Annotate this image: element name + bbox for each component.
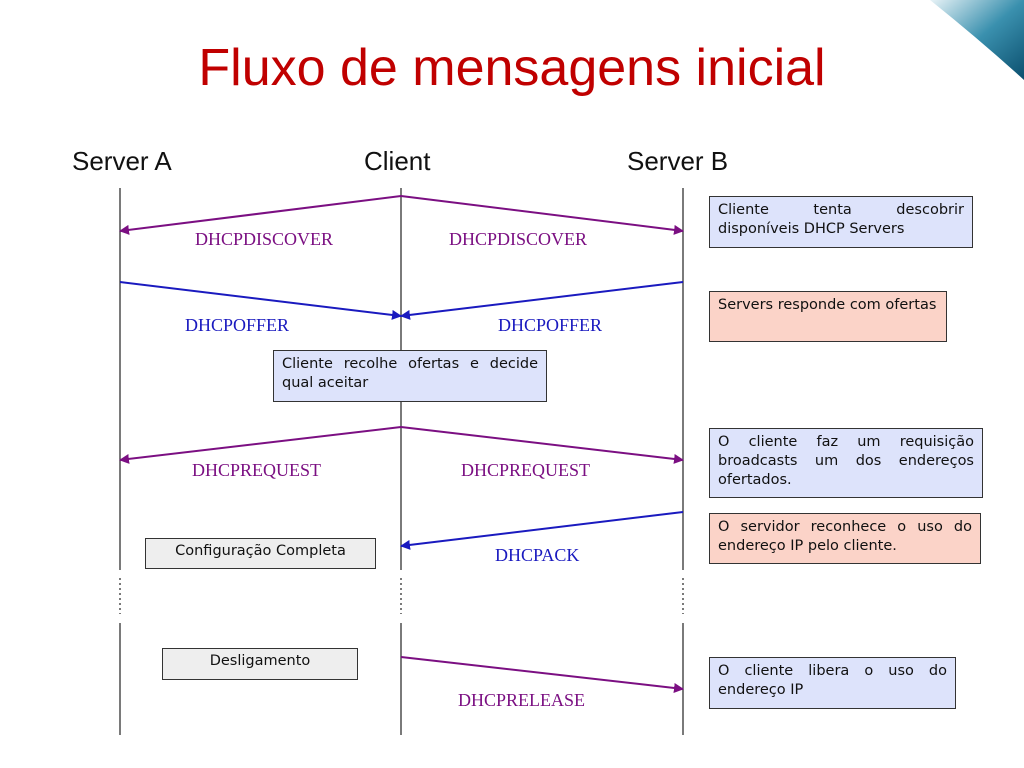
note-config-complete: Configuração Completa [145,538,376,569]
note-offer: Servers responde com ofertas [709,291,947,342]
arrow-offer-from-server-b [400,281,684,320]
label-discover-right: DHCPDISCOVER [449,229,588,249]
label-offer-left: DHCPOFFER [185,315,290,335]
note-release: O cliente libera o uso do endereço IP [709,657,956,709]
actor-server-b: Server B [627,146,729,176]
arrow-request-to-server-a [119,426,402,464]
label-request-left: DHCPREQUEST [192,460,322,480]
arrow-request-to-server-b [400,426,684,464]
actor-server-a: Server A [72,146,172,176]
note-discover: Cliente tenta descobrir disponíveis DHCP… [709,196,973,248]
note-shutdown: Desligamento [162,648,358,680]
label-release: DHCPRELEASE [458,690,586,710]
arrow-offer-from-server-a [119,281,402,320]
note-collect: Cliente recolhe ofertas e decide qual ac… [273,350,547,402]
label-request-right: DHCPREQUEST [461,460,591,480]
label-offer-right: DHCPOFFER [498,315,603,335]
corner-decoration [930,0,1024,80]
label-ack: DHCPACK [495,545,580,565]
arrow-discover-to-server-b [400,195,684,235]
slide-title: Fluxo de mensagens inicial [198,39,826,97]
label-discover-left: DHCPDISCOVER [195,229,334,249]
note-request: O cliente faz um requisição broadcasts u… [709,428,983,498]
actor-client: Client [364,146,431,176]
arrow-release-to-server-b [400,656,684,693]
arrow-ack-from-server-b [400,511,684,550]
note-ack: O servidor reconhece o uso do endereço I… [709,513,981,564]
arrow-discover-to-server-a [119,195,402,235]
